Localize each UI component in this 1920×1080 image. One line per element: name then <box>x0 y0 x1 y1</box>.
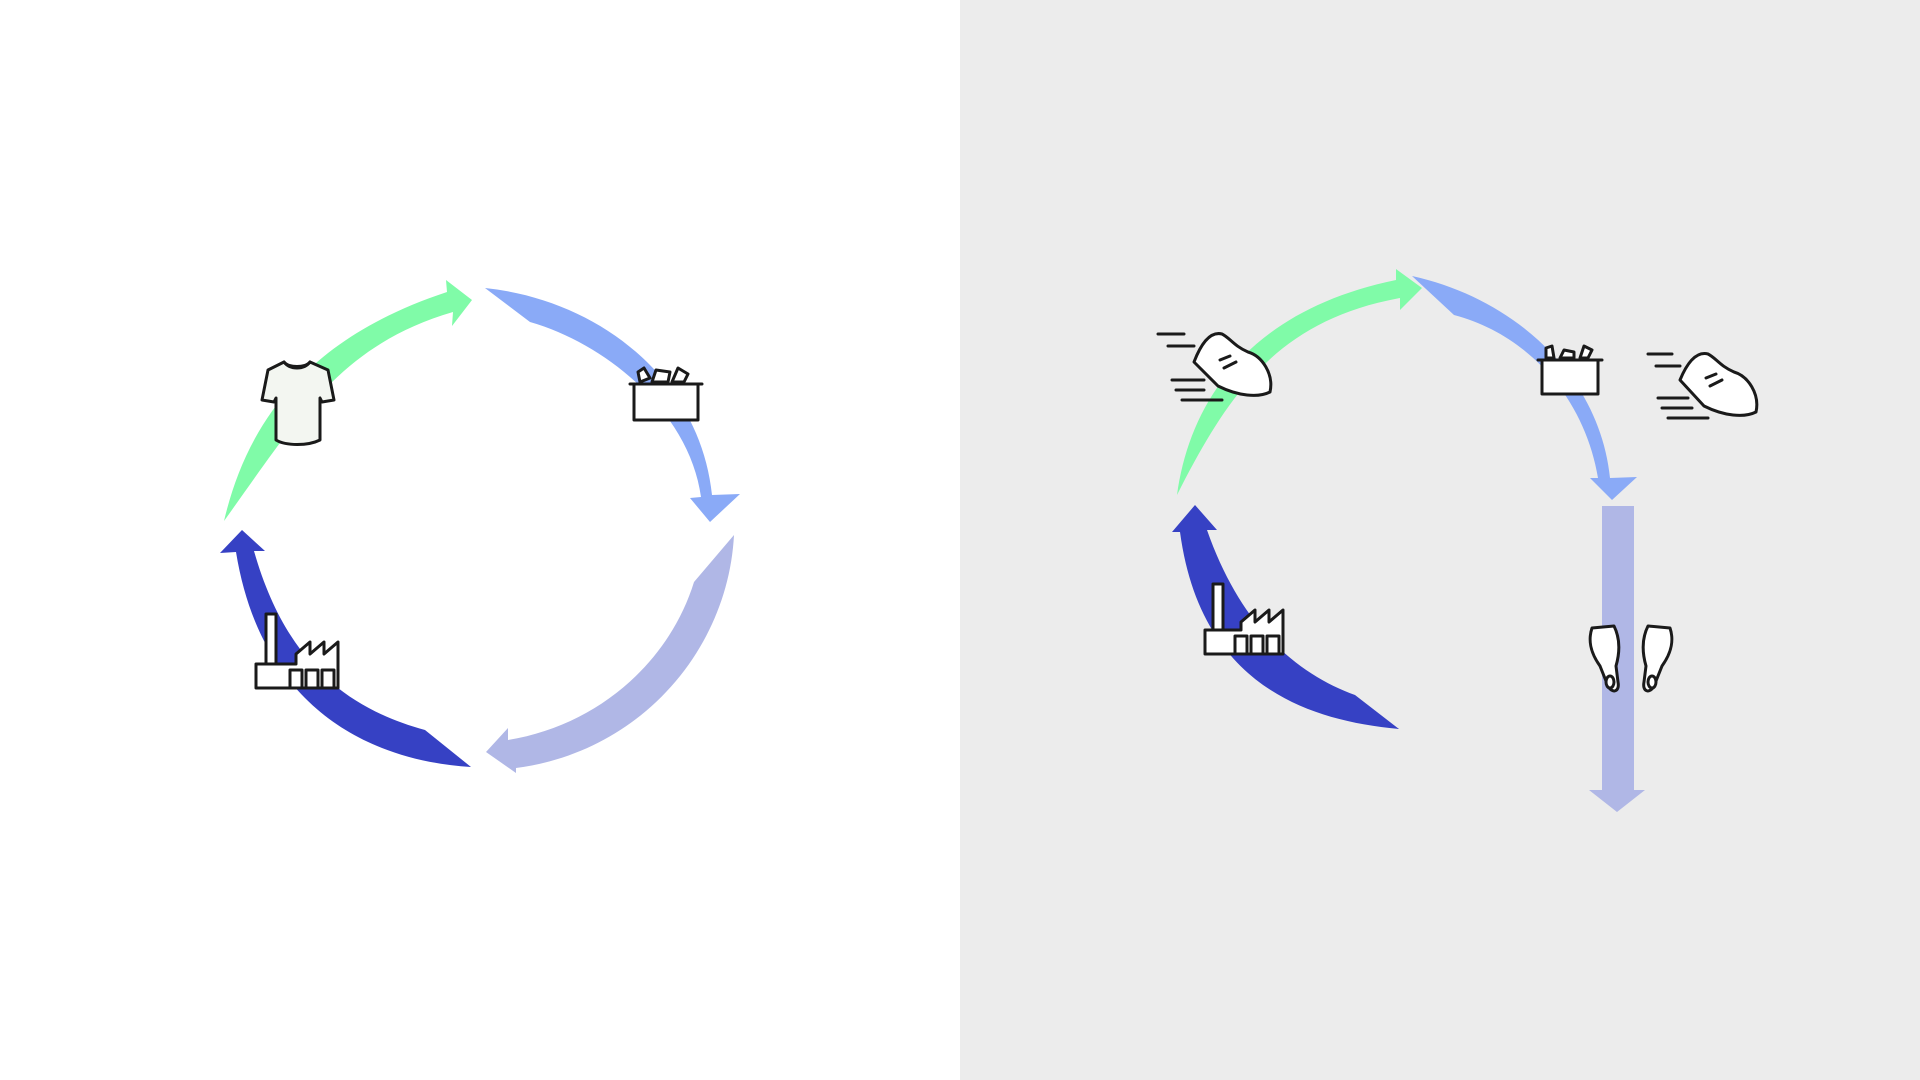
basket-icon <box>1536 344 1604 396</box>
left-panel-circular-cycle <box>220 280 740 773</box>
t-shirt-icon <box>260 360 336 446</box>
green-arrow <box>224 280 472 521</box>
factory-icon <box>254 612 340 690</box>
dark-blue-arrow <box>1172 505 1399 729</box>
basket-icon <box>628 366 704 422</box>
swim-fins-icon <box>1588 624 1674 693</box>
factory-icon <box>1203 582 1285 656</box>
circular-cycle-diagram <box>220 280 740 773</box>
running-shoe-icon <box>1156 332 1273 402</box>
light-blue-arrow <box>485 288 740 522</box>
lavender-arrow <box>486 535 734 773</box>
dark-blue-arrow <box>220 530 471 767</box>
right-panel-broken-cycle <box>960 0 1920 1080</box>
broken-cycle-diagram <box>1156 269 1759 812</box>
light-blue-arrow <box>1412 276 1637 500</box>
running-shoe-icon <box>1646 352 1759 420</box>
